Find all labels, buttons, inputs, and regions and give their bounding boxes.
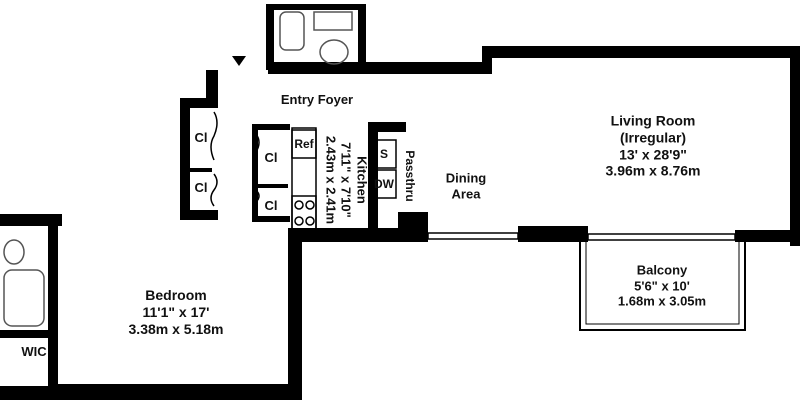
entry-foyer-label: Entry Foyer	[280, 92, 354, 108]
window-bedroom-right	[289, 310, 295, 393]
bedroom-label: Bedroom 11'1" x 17' 3.38m x 5.18m	[129, 287, 224, 337]
living-room-dim-metric: 3.96m x 8.76m	[605, 162, 701, 179]
wall-top-step	[482, 46, 492, 74]
living-room-note: (Irregular)	[619, 129, 687, 146]
wall-bath-top	[266, 4, 366, 10]
closet-door-2	[210, 173, 218, 207]
sink-label: S	[379, 146, 389, 161]
wall-bedroom-top	[0, 214, 62, 226]
dining-area-line1: Dining	[445, 170, 487, 186]
kitchen-counter	[291, 127, 317, 233]
dining-area-line2: Area	[451, 186, 481, 201]
closet-door-1	[210, 111, 218, 161]
balcony-railing-outer	[579, 240, 746, 331]
dining-area-label: Dining Area	[446, 170, 486, 201]
bath-sink-top	[319, 39, 349, 65]
bedroom-bath-sink	[3, 239, 25, 265]
living-room-label: Living Room (Irregular) 13' x 28'9" 3.96…	[606, 112, 701, 179]
wall-bath-right	[358, 4, 366, 74]
burner-1	[294, 200, 304, 210]
burner-3	[294, 216, 304, 226]
bedroom-bath-tub	[3, 269, 45, 327]
balcony-name: Balcony	[636, 262, 688, 278]
kitchen-label: Kitchen 7'11" x 7'10" 2.43m x 2.41m	[323, 135, 370, 225]
wall-top-left	[206, 70, 218, 100]
bedroom-name: Bedroom	[145, 286, 207, 303]
window-living	[587, 233, 736, 241]
balcony-label: Balcony 5'6" x 10' 1.68m x 3.05m	[618, 263, 706, 310]
wall-wic-bottom	[0, 386, 56, 400]
wall-bath-left	[266, 4, 274, 70]
wic-label: WIC	[21, 344, 47, 360]
wall-mid-horizontal	[288, 228, 428, 242]
wall-bedroom-inner	[48, 222, 58, 398]
walls	[0, 4, 800, 400]
wall-top-mid	[268, 62, 488, 74]
sink-box	[371, 139, 397, 169]
refrigerator	[291, 129, 317, 159]
closet-door-3	[252, 133, 260, 171]
burner-4	[305, 216, 315, 226]
wall-kitchen-closet-divider	[256, 184, 288, 188]
wall-closet-divider	[190, 168, 212, 172]
living-room-name: Living Room	[610, 112, 696, 129]
closet-door-4	[252, 189, 260, 215]
burner-2	[305, 200, 315, 210]
entry-arrow-icon	[232, 56, 246, 66]
living-room-dim-imperial: 13' x 28'9"	[619, 146, 687, 162]
wall-passthru-post	[368, 122, 378, 242]
wall-kitchen-closet-left	[252, 124, 258, 220]
closet-label-4: Cl	[264, 198, 278, 214]
passthru-label: Passthru	[403, 150, 418, 202]
bath-toilet	[313, 11, 353, 31]
wall-passthru-base	[398, 212, 428, 242]
wall-right	[790, 46, 800, 246]
bath-tub-top	[279, 11, 305, 51]
wall-closet-left	[180, 98, 190, 220]
kitchen-dim-imperial: 7'11" x 7'10"	[338, 142, 354, 218]
closet-label-3: Cl	[264, 150, 278, 166]
closet-label-2: Cl	[194, 180, 208, 196]
wall-closet-bottom	[180, 210, 218, 220]
kitchen-fixtures	[291, 127, 397, 233]
balcony-dim-metric: 1.68m x 3.05m	[617, 293, 707, 309]
refrigerator-label: Ref	[294, 136, 314, 151]
windows	[289, 232, 736, 393]
balcony-railing-inner	[585, 240, 740, 325]
wall-kitchen-closet-top	[252, 124, 290, 130]
wall-top-right	[482, 46, 800, 58]
wall-living-bottom-1	[518, 226, 588, 242]
wall-bedroom-bottom	[48, 384, 288, 400]
wall-kitchen-closet-bottom	[252, 216, 290, 222]
wall-mid-vertical	[288, 228, 302, 400]
stove	[291, 195, 317, 231]
window-dining	[427, 232, 519, 240]
wall-living-bottom-2	[735, 230, 800, 242]
dishwasher-box	[371, 169, 397, 199]
balcony-dim-imperial: 5'6" x 10'	[634, 278, 690, 294]
wall-passthru-top	[368, 122, 406, 132]
dishwasher-label: DW	[374, 176, 394, 191]
bedroom-dim-imperial: 11'1" x 17'	[142, 303, 210, 320]
kitchen-dim-metric: 2.43m x 2.41m	[323, 135, 339, 225]
kitchen-name: Kitchen	[354, 156, 370, 204]
door-swings	[210, 111, 260, 215]
wall-wic-divider	[0, 330, 52, 338]
balcony-outline	[579, 240, 746, 331]
bathroom-fixtures	[3, 11, 353, 327]
bedroom-dim-metric: 3.38m x 5.18m	[128, 320, 224, 337]
wall-closet-top	[180, 98, 218, 108]
closet-label-1: Cl	[194, 130, 208, 146]
